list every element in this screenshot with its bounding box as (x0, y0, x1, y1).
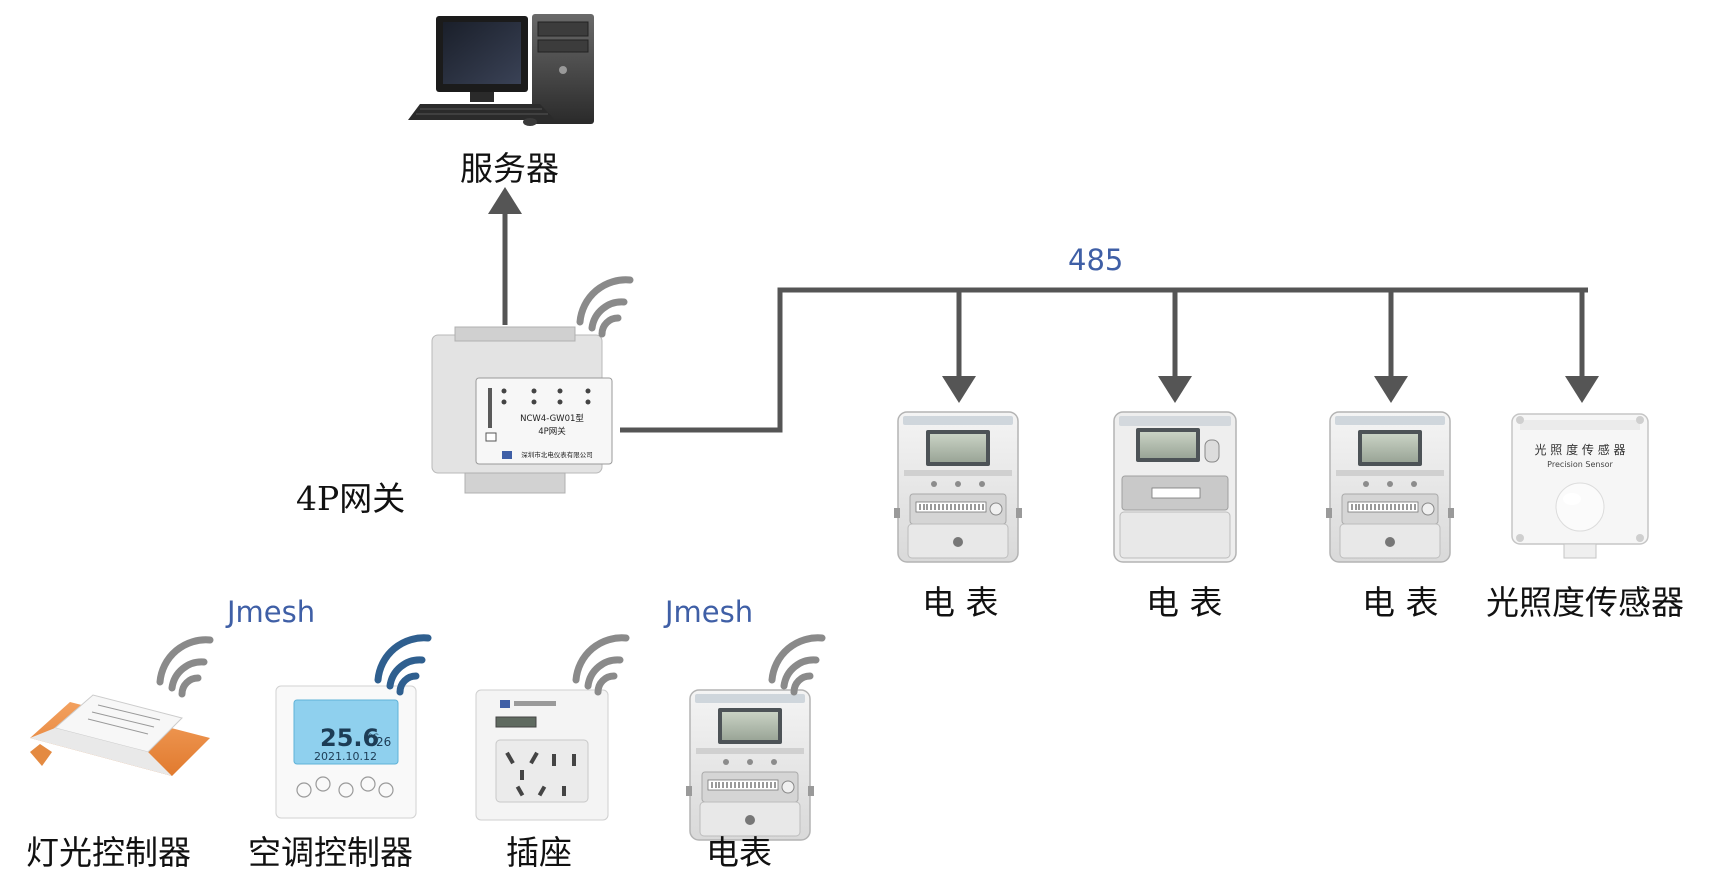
electric-meter-1 (893, 411, 1023, 563)
gateway-model-text: NCW4-GW01型 (520, 414, 584, 424)
sensor-sub-label: Precision Sensor (1547, 460, 1613, 469)
arrow-down-icon (1565, 376, 1599, 403)
wifi-signal-icon (160, 640, 210, 694)
ac-controller-label: 空调控制器 (248, 833, 413, 872)
gateway-name-text: 4P网关 (538, 426, 566, 437)
gateway-device: NCW4-GW01型 4P网关 深圳市北电仪表有限公司 (431, 326, 613, 494)
wifi-signal-icon (576, 638, 626, 692)
wifi-signal-icon (580, 280, 630, 334)
socket-device (475, 689, 609, 821)
electric-meter-3 (1325, 411, 1455, 563)
thermostat-unit: °C (368, 733, 379, 743)
thermostat-temp: 25.6 (320, 724, 379, 752)
wifi-signal-icon (772, 638, 822, 692)
wireless-meter-label: 电表 (706, 833, 772, 872)
arrows (488, 187, 1599, 403)
electric-meter-2 (1113, 411, 1237, 563)
gateway-label: 4P网关 (296, 479, 406, 518)
light-controller-label: 灯光控制器 (26, 833, 191, 872)
gateway-maker-text: 深圳市北电仪表有限公司 (521, 450, 593, 459)
thermostat-small-value: 26 (376, 735, 391, 749)
desktop-computer-icon (408, 14, 594, 126)
arrow-down-icon (1158, 376, 1192, 403)
light-sensor-label: 光照度传感器 (1486, 583, 1684, 622)
ac-controller-device: 25.6 °C 26 2021.10.12 (275, 685, 417, 819)
thermostat-date: 2021.10.12 (314, 750, 377, 763)
sensor-face-label: 光 照 度 传 感 器 (1534, 442, 1625, 457)
mesh-protocol-label-right: Jmesh (665, 595, 754, 629)
meter-2-label: 电 表 (1146, 583, 1223, 622)
light-sensor-device: 光 照 度 传 感 器 Precision Sensor (1511, 413, 1649, 559)
meter-3-label: 电 表 (1362, 583, 1439, 622)
meter-1-label: 电 表 (922, 583, 999, 622)
arrow-down-icon (1374, 376, 1408, 403)
arrow-up-icon (488, 187, 522, 214)
arrow-down-icon (942, 376, 976, 403)
server-label: 服务器 (460, 149, 559, 188)
wireless-electric-meter (685, 689, 815, 841)
bus-protocol-label: 485 (1068, 243, 1124, 277)
rs485-bus-line (620, 287, 1588, 433)
socket-label: 插座 (506, 833, 572, 872)
light-controller-device (30, 694, 210, 776)
wifi-signal-icon (378, 638, 428, 692)
connection-lines (502, 210, 1588, 433)
mesh-protocol-label-left: Jmesh (227, 595, 316, 629)
